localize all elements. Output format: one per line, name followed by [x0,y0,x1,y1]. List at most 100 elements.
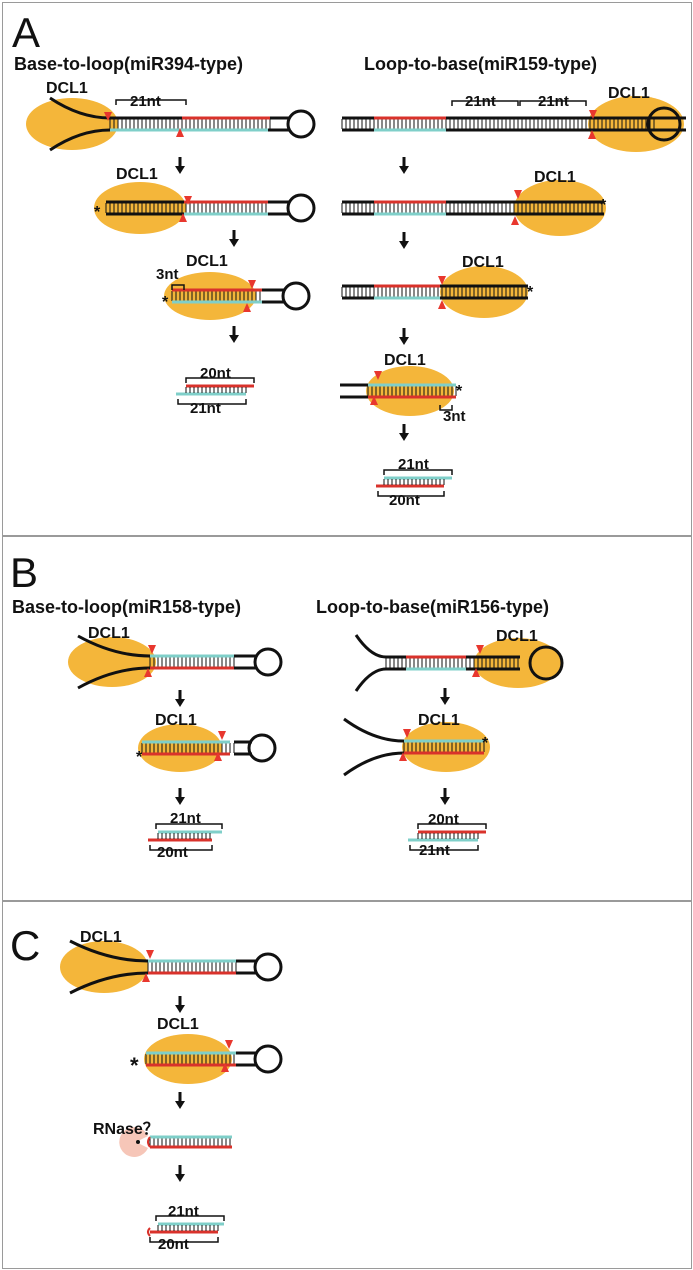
length-bracket [115,99,187,105]
cleavage-site-marker [148,645,156,654]
enzyme-label: DCL1 [608,85,650,102]
panel-b-left-title: Base-to-loop(miR158-type) [12,597,242,617]
cleavage-site-marker [589,110,597,119]
dcl1-enzyme [514,180,606,236]
length-bracket [409,845,479,851]
length-bracket [383,469,453,475]
length-label-20nt: 20nt [428,811,459,828]
terminal-loop [253,1044,283,1074]
process-arrow-head [175,1101,185,1109]
precursor-arm [69,939,149,963]
enzyme-label: DCL1 [462,254,504,271]
dcl1-enzyme [440,266,528,318]
cleavage-site-marker [144,668,152,677]
length-label-21nt: 21nt [190,400,221,417]
panel-b-letter: B [10,549,39,596]
rnase-label: RNase？ [93,1121,159,1138]
length-bracket [155,823,223,829]
enzyme-label: DCL1 [116,166,158,183]
panel-b [2,536,692,901]
dcl1-enzyme [144,1034,232,1084]
length-bracket [519,100,587,106]
precursor-arm [77,634,151,658]
process-arrow-head [399,241,409,249]
panel-a-left-title: Base-to-loop(miR394-type) [14,54,244,74]
rna-strand [147,1136,151,1148]
length-bracket [439,405,453,411]
cleavage-site-marker [221,1063,229,1072]
length-label-20nt: 20nt [389,492,420,509]
length-bracket [377,491,445,497]
cleavage-site-marker [472,668,480,677]
star-marker: * [527,284,534,301]
star-marker: * [136,749,143,766]
cleavage-site-marker [225,1040,233,1049]
dcl1-enzyme [402,722,490,772]
precursor-arm [343,751,405,777]
rnase-icon-dot [136,1140,140,1144]
cleavage-site-marker [438,300,446,309]
terminal-loop [281,281,311,311]
enzyme-label: DCL1 [186,253,228,270]
process-arrow-head [440,797,450,805]
length-label-3nt: 3nt [443,408,466,425]
terminal-loop [528,645,564,681]
length-label-21nt: 21nt [130,93,161,110]
cleavage-site-marker [374,371,382,380]
cleavage-site-marker [370,396,378,405]
cleavage-site-marker [146,950,154,959]
length-bracket [155,1215,225,1221]
length-bracket [149,845,213,851]
terminal-loop [253,952,283,982]
enzyme-label: DCL1 [157,1016,199,1033]
cleavage-site-marker [184,196,192,205]
dcl1-enzyme [60,941,148,993]
length-bracket [149,1237,219,1243]
cleavage-site-marker [476,645,484,654]
terminal-loop [646,106,682,142]
enzyme-label: DCL1 [88,625,130,642]
length-bracket [177,399,247,405]
process-arrow-head [175,797,185,805]
terminal-loop [253,647,283,677]
length-label-21nt: 21nt [419,842,450,859]
cleavage-site-marker [243,303,251,312]
dcl1-enzyme [26,98,118,150]
cleavage-site-marker [511,216,519,225]
length-label-21nt: 21nt [170,810,201,827]
panel-a-right-title: Loop-to-base(miR159-type) [364,54,598,74]
dcl1-enzyme [68,637,156,687]
enzyme-label: DCL1 [384,352,426,369]
length-bracket [451,100,519,106]
panel-b-right-title: Loop-to-base(miR156-type) [316,597,550,617]
length-label-20nt: 20nt [157,844,188,861]
process-arrow-head [399,433,409,441]
cleavage-site-marker [588,130,596,139]
process-arrow-head [229,335,239,343]
precursor-arm [69,971,149,995]
enzyme-label: DCL1 [155,712,197,729]
dcl1-enzyme [366,366,454,416]
panel-a-letter: A [12,9,41,56]
star-marker: * [482,735,489,752]
dcl1-enzyme [138,724,222,772]
enzyme-label: DCL1 [534,169,576,186]
length-label-21nt: 21nt [168,1203,199,1220]
length-label-3nt: 3nt [156,266,179,283]
precursor-arm [49,128,111,152]
star-marker: * [600,197,607,214]
cleavage-site-marker [248,280,256,289]
process-arrow-head [440,697,450,705]
length-bracket [417,823,487,829]
cleavage-site-marker [403,729,411,738]
enzyme-label: DCL1 [418,712,460,729]
length-label-20nt: 20nt [158,1236,189,1253]
length-label-21nt: 21nt [538,93,569,110]
precursor-arm [49,96,111,120]
star-marker: * [94,204,101,221]
process-arrow-head [229,239,239,247]
panel-c-letter: C [10,922,41,969]
process-arrow-head [399,337,409,345]
enzyme-label: DCL1 [496,628,538,645]
